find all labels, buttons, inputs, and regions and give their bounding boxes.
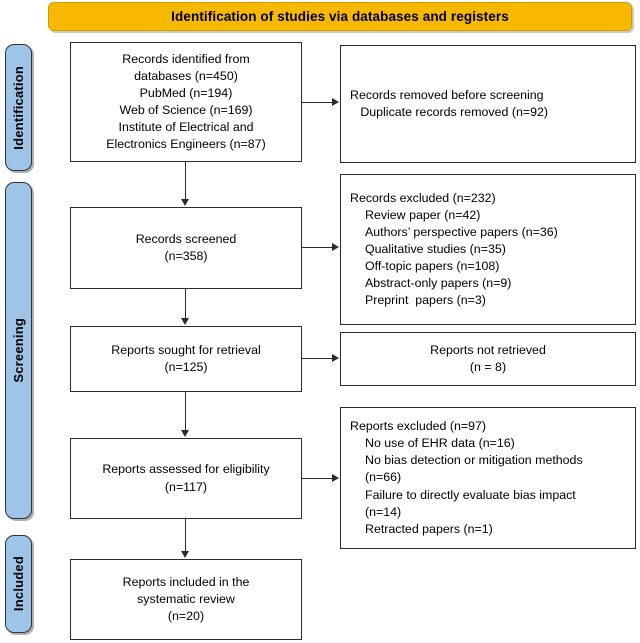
box-line: No bias detection or mitigation methods: [365, 453, 583, 468]
box-line: (n = 8): [469, 360, 507, 374]
box-line: No use of EHR data (n=16): [365, 436, 515, 451]
stage-label-screening: Screening: [11, 318, 26, 383]
connector-eligibility-to-excluded: [302, 478, 333, 480]
box-reports-excluded: Reports excluded (n=97) No use of EHR da…: [340, 407, 636, 549]
connector-screened-to-excluded: [302, 247, 333, 249]
stage-label-included: Included: [11, 556, 26, 612]
box-line: (n=20): [167, 609, 205, 624]
connector-sought-to-not-retrieved: [302, 358, 333, 360]
box-line: Preprint papers (n=3): [365, 293, 486, 308]
box-line: Failure to directly evaluate bias impact: [365, 487, 576, 502]
box-line: Authors’ perspective papers (n=36): [365, 224, 558, 239]
box-line: Institute of Electrical and: [118, 120, 254, 135]
box-line: (n=117): [164, 479, 208, 494]
box-line: Records identified from: [122, 51, 250, 66]
box-line: Reports assessed for eligibility: [102, 462, 270, 477]
connector-identified-to-removed: [302, 102, 333, 104]
box-reports-not-retrieved: Reports not retrieved (n = 8): [340, 332, 636, 386]
box-line: (n=66): [365, 470, 402, 485]
box-line: Web of Science (n=169): [119, 103, 253, 117]
box-line: Off-topic papers (n=108): [365, 259, 500, 274]
box-line: Records removed before screening: [350, 87, 544, 102]
box-line: PubMed (n=194): [139, 85, 233, 100]
stage-bar-included: Included: [5, 535, 32, 633]
box-line: systematic review: [137, 591, 235, 606]
box-line: Duplicate records removed (n=92): [350, 105, 548, 119]
box-line: Qualitative studies (n=35): [365, 241, 506, 256]
box-line: Abstract-only papers (n=9): [365, 276, 512, 291]
stage-bar-screening: Screening: [5, 182, 32, 519]
box-line: (n=358): [164, 249, 208, 263]
box-reports-sought: Reports sought for retrieval (n=125): [70, 326, 302, 392]
arrowhead-down-icon: [181, 430, 189, 437]
box-line: (n=14): [365, 504, 402, 519]
box-line: Electronics Engineers (n=87): [106, 137, 266, 152]
stage-label-identification: Identification: [11, 65, 26, 150]
box-records-identified: Records identified from databases (n=450…: [70, 42, 302, 162]
box-line: Reports not retrieved: [430, 342, 546, 357]
connector-screened-to-sought: [185, 289, 187, 319]
connector-eligibility-to-included: [185, 519, 187, 552]
box-line: Review paper (n=42): [365, 207, 481, 222]
arrowhead-right-icon: [332, 354, 339, 362]
stage-bar-identification: Identification: [5, 44, 32, 171]
box-line: Records excluded (n=232): [350, 190, 496, 205]
box-line: databases (n=450): [134, 68, 238, 83]
box-line: (n=125): [164, 360, 208, 374]
box-line: Reports excluded (n=97): [350, 419, 487, 434]
arrowhead-right-icon: [332, 243, 339, 251]
connector-sought-to-eligibility: [185, 392, 187, 431]
arrowhead-down-icon: [181, 551, 189, 558]
arrowhead-down-icon: [181, 199, 189, 206]
box-records-removed: Records removed before screening Duplica…: [340, 45, 636, 163]
box-reports-included: Reports included in the systematic revie…: [70, 559, 302, 640]
arrowhead-down-icon: [181, 318, 189, 325]
box-records-excluded: Records excluded (n=232) Review paper (n…: [340, 174, 636, 325]
connector-identified-to-screened: [185, 162, 187, 200]
box-line: Retracted papers (n=1): [365, 521, 493, 536]
header-title: Identification of studies via databases …: [171, 9, 509, 24]
box-reports-assessed-eligibility: Reports assessed for eligibility (n=117): [70, 438, 302, 519]
arrowhead-right-icon: [332, 474, 339, 482]
header-banner: Identification of studies via databases …: [48, 2, 632, 31]
box-line: Records screened: [135, 231, 237, 246]
box-line: Reports sought for retrieval: [111, 342, 261, 357]
box-records-screened: Records screened (n=358): [70, 207, 302, 289]
arrowhead-right-icon: [332, 98, 339, 106]
box-line: Reports included in the: [122, 574, 250, 589]
